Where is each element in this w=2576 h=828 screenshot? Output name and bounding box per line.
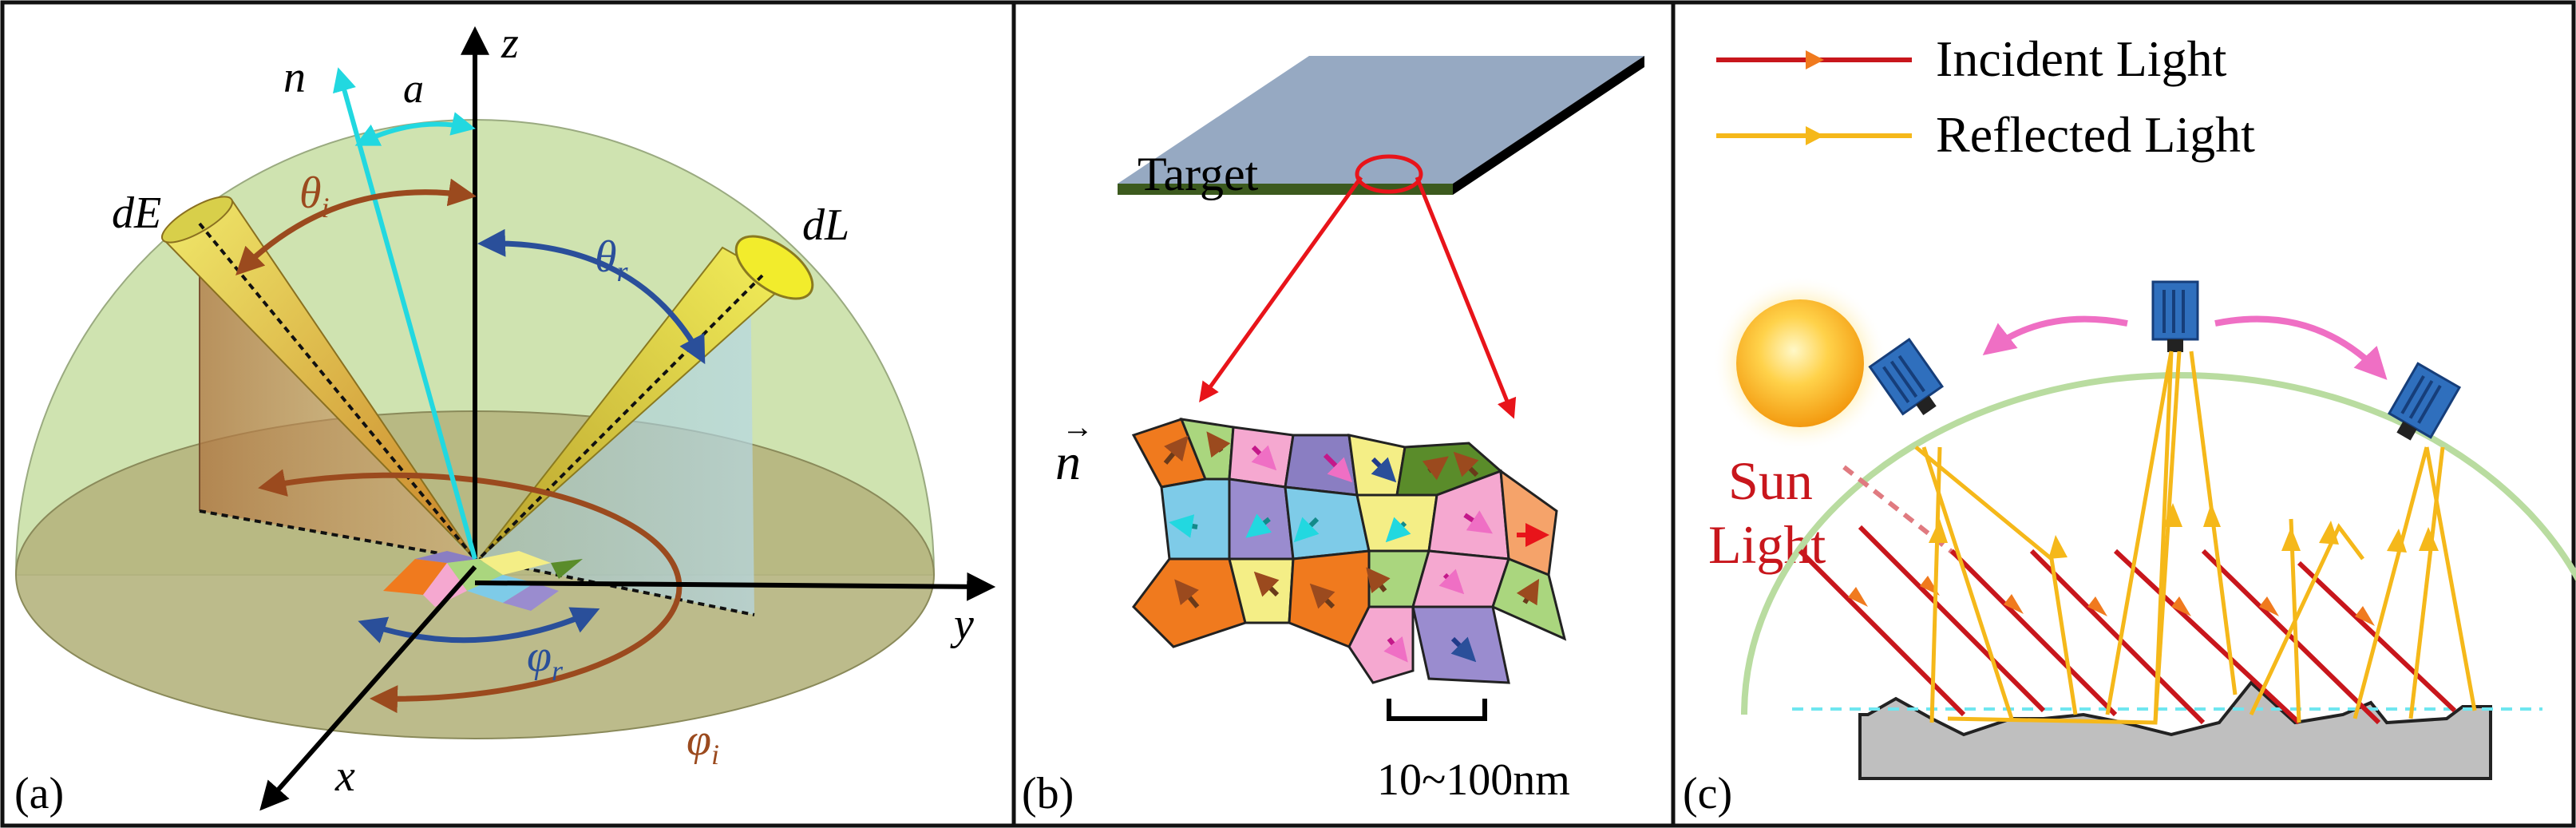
normal-vector-label: n <box>1055 434 1081 490</box>
scale-label: 10~100nm <box>1377 755 1570 805</box>
reflected-ray-arrowheads <box>1929 503 2439 559</box>
theta-i-arc <box>235 178 477 275</box>
axis-z-label: z <box>501 18 519 68</box>
zoom-arrow-left <box>1199 176 1363 403</box>
sun-label-line2: Light <box>1708 514 1826 575</box>
x-axis <box>259 565 477 811</box>
axis-y-label: y <box>950 600 974 649</box>
normal-vector <box>332 67 477 560</box>
facet-mosaic <box>1131 418 1567 684</box>
panel-b: Target n → <box>1022 56 1644 818</box>
camera-move-left-arrow <box>1982 315 2128 355</box>
phi-r-label: φr <box>527 632 564 687</box>
target-spot <box>1355 154 1423 194</box>
sun-icon <box>1736 299 1864 427</box>
reflected-cone-cap <box>734 235 814 300</box>
target-label: Target <box>1138 148 1259 200</box>
normal-label: n <box>283 53 306 102</box>
legend-incident-arrowhead <box>1806 50 1824 69</box>
target-plate <box>1118 56 1644 184</box>
panel-c-label: (c) <box>1683 769 1732 818</box>
vector-arrow-glyph: → <box>1062 409 1094 445</box>
zoom-arrow-right <box>1415 176 1517 419</box>
camera-icon-right <box>2387 362 2462 441</box>
theta-r-arc <box>477 228 706 365</box>
surface-patch <box>383 551 583 611</box>
camera-icon-top <box>2151 280 2199 352</box>
angle-a-label: a <box>403 66 424 112</box>
camera-icon-left <box>1868 337 1945 416</box>
target-plate-side <box>1453 56 1644 195</box>
legend-reflected-arrowhead <box>1806 126 1824 145</box>
panel-b-label: (b) <box>1022 769 1074 818</box>
dE-label: dE <box>112 188 161 238</box>
sun-label-line1: Sun <box>1728 450 1813 511</box>
facet-normal-arrows <box>1163 431 1549 663</box>
legend-reflected-label: Reflected Light <box>1936 106 2255 163</box>
phi-i-arc <box>258 469 683 714</box>
y-axis <box>474 572 996 601</box>
angle-a-arc <box>354 112 476 146</box>
axis-x-label: x <box>334 751 355 801</box>
incident-rays <box>1798 525 2457 725</box>
theta-r-label: θr <box>595 232 629 287</box>
legend-incident-label: Incident Light <box>1936 30 2227 87</box>
phi-i-label: φi <box>687 715 719 771</box>
panel-c: Incident Light Reflected Light Sun Light <box>1683 30 2576 818</box>
incident-center-line <box>198 222 477 561</box>
scale-bar <box>1387 699 1487 721</box>
panel-a-label: (a) <box>14 769 64 818</box>
phi-r-arc <box>358 607 600 644</box>
incident-cone-cap <box>160 196 234 244</box>
theta-i-label: θi <box>299 168 330 224</box>
dL-label: dL <box>802 200 849 250</box>
panel-a: z y x n a dE dL θi θr φr φi (a) <box>14 18 996 818</box>
camera-move-right-arrow <box>2214 315 2388 380</box>
panel-c-border <box>1671 0 2576 828</box>
